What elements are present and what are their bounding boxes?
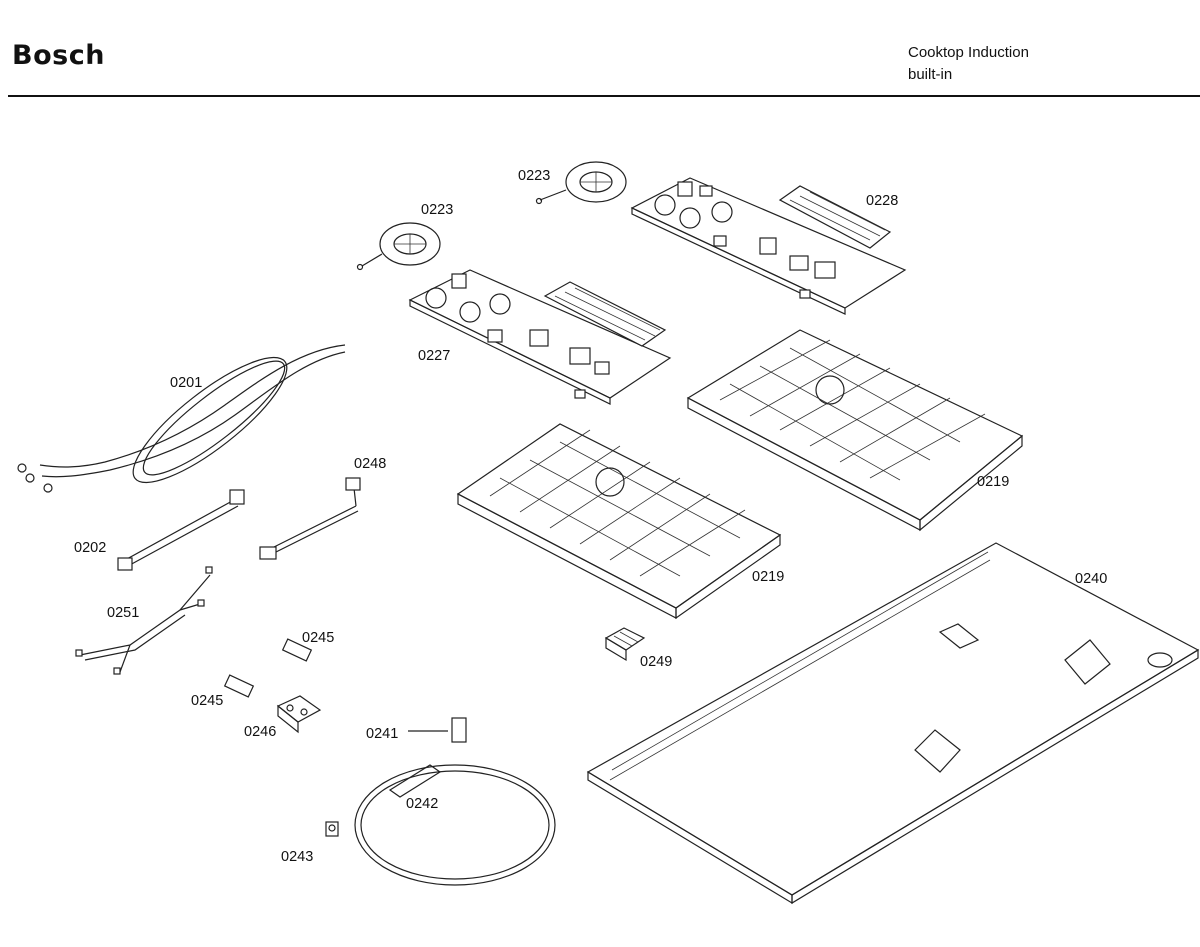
power-board-right[interactable]: [630, 177, 907, 315]
label-tray-left: 0219: [752, 569, 784, 585]
gasket-seal[interactable]: [354, 764, 556, 886]
subtitle-line-2: built-in: [908, 66, 953, 83]
wire-harness[interactable]: [259, 477, 361, 560]
glass-cooktop-panel[interactable]: [586, 542, 1200, 905]
cooling-fan-left[interactable]: [356, 222, 441, 271]
diagram-subtitle: Cooktop Induction built-in: [908, 42, 1029, 86]
power-board-left[interactable]: [408, 269, 672, 405]
power-cord[interactable]: [17, 339, 346, 500]
label-fuse-upper: 0245: [302, 630, 334, 646]
label-board-left: 0227: [418, 348, 450, 364]
header-divider: [8, 95, 1200, 97]
subtitle-line-1: Cooktop Induction: [908, 44, 1029, 61]
label-gasket: 0242: [406, 796, 438, 812]
fuse-lower[interactable]: [223, 674, 255, 698]
label-wire-harness: 0248: [354, 456, 386, 472]
label-sensor: 0241: [366, 726, 398, 742]
fuse-upper[interactable]: [281, 638, 313, 662]
label-terminal-block: 0246: [244, 724, 276, 740]
label-fan-left: 0223: [421, 202, 453, 218]
label-tray-right: 0219: [977, 474, 1009, 490]
coil-tray-right[interactable]: [686, 329, 1024, 532]
retaining-clip[interactable]: [325, 821, 339, 837]
label-fan-upper: 0223: [518, 168, 550, 184]
label-glass-top: 0240: [1075, 571, 1107, 587]
label-cable-harness: 0251: [107, 605, 139, 621]
coil-tray-left[interactable]: [456, 423, 782, 620]
label-board-right: 0228: [866, 193, 898, 209]
connector-block[interactable]: [604, 627, 646, 662]
cooling-fan-upper[interactable]: [535, 161, 627, 205]
cable-harness[interactable]: [75, 566, 213, 675]
ribbon-cable[interactable]: [117, 489, 245, 571]
terminal-block[interactable]: [276, 695, 322, 734]
label-fuse-lower: 0245: [191, 693, 223, 709]
label-power-cord: 0201: [170, 375, 202, 391]
label-ribbon-cable: 0202: [74, 540, 106, 556]
brand-title: Bosch: [12, 40, 105, 71]
label-clip: 0243: [281, 849, 313, 865]
label-connector: 0249: [640, 654, 672, 670]
temperature-sensor[interactable]: [408, 717, 467, 743]
